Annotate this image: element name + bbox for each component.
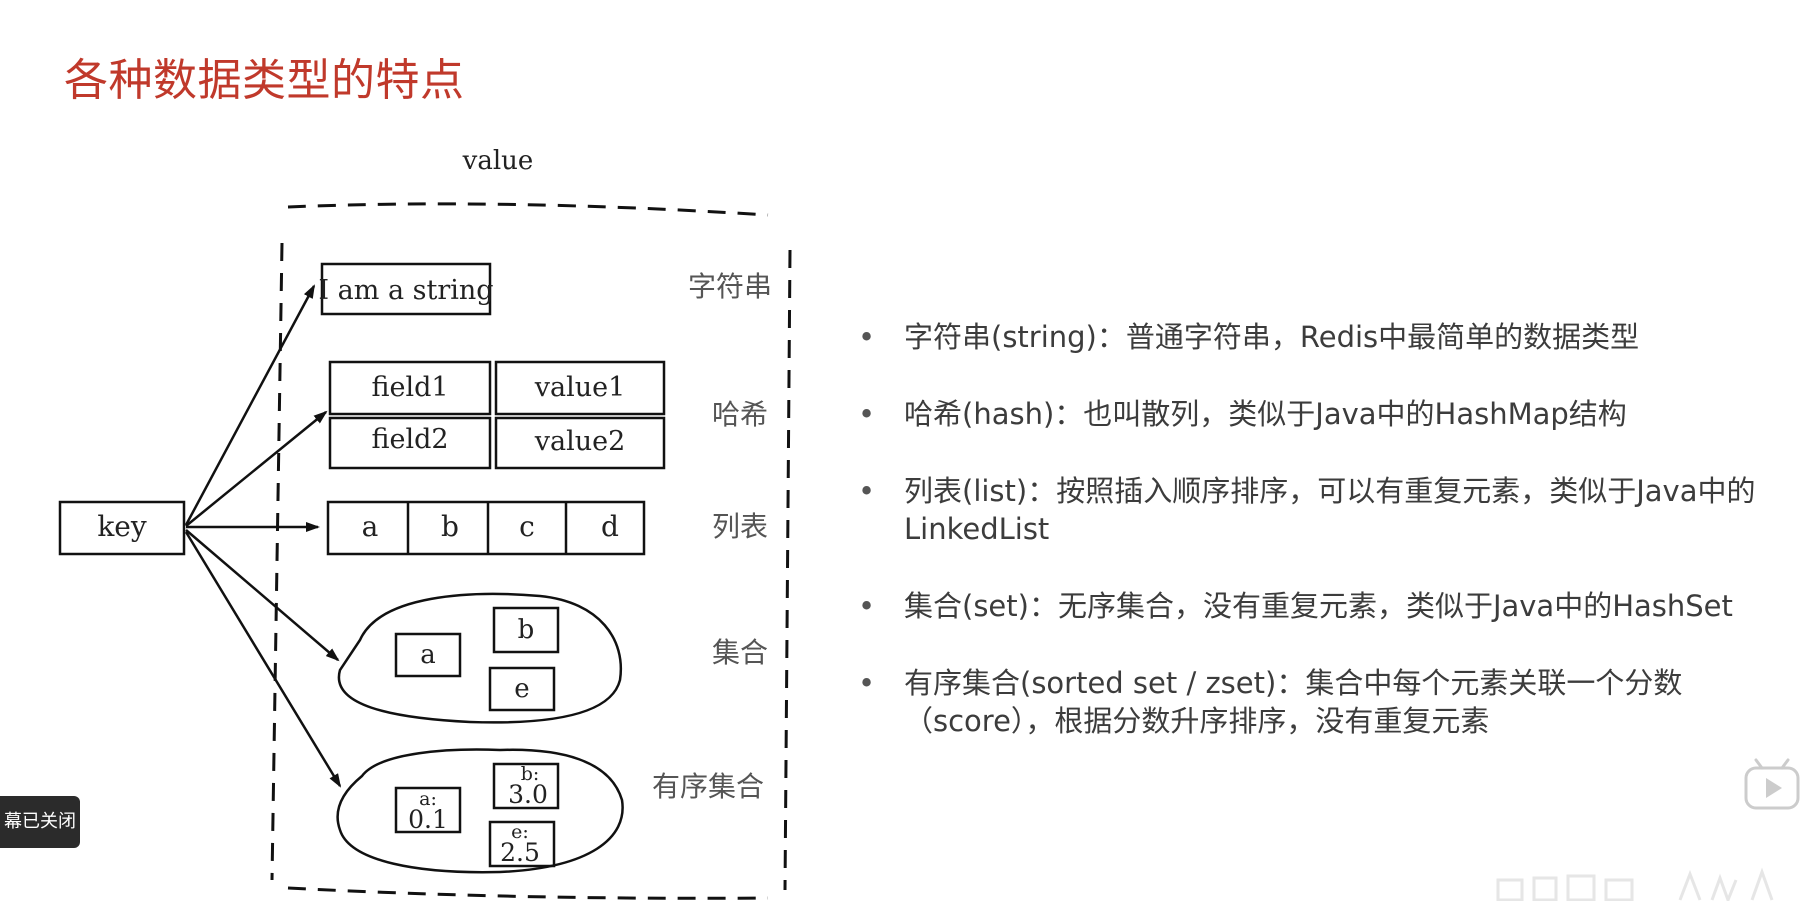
hash-type-label: 哈希 — [712, 398, 768, 431]
value-label: value — [462, 146, 534, 176]
key-label: key — [97, 510, 147, 543]
data-type-descriptions: 字符串(string)：普通字符串，Redis中最简单的数据类型 哈希(hash… — [858, 318, 1798, 740]
play-button[interactable] — [1742, 756, 1802, 816]
zset-score-b: 3.0 — [508, 780, 548, 809]
hash-value-2: value2 — [534, 426, 626, 457]
arrow-to-zset — [184, 531, 342, 788]
set-item-b: b — [518, 615, 535, 645]
list-node: a b c d 列表 — [326, 500, 768, 556]
hash-value-1: value1 — [534, 372, 626, 403]
bullet-string: 字符串(string)：普通字符串，Redis中最简单的数据类型 — [858, 318, 1798, 356]
zset-node: a: 0.1 b: 3.0 e: 2.5 有序集合 — [336, 748, 764, 874]
set-item-e: e — [514, 674, 529, 704]
key-box: key — [58, 500, 186, 556]
list-item-c: c — [519, 510, 535, 543]
zset-member-e: e: — [511, 821, 529, 843]
zset-score-e: 2.5 — [500, 838, 540, 867]
arrow-to-string — [184, 284, 316, 526]
arrow-to-set — [185, 529, 340, 662]
set-type-label: 集合 — [712, 636, 768, 669]
list-type-label: 列表 — [712, 510, 768, 543]
string-type-label: 字符串 — [688, 270, 772, 303]
arrow-to-hash — [185, 410, 328, 527]
watermark — [1490, 866, 1790, 901]
play-icon — [1744, 758, 1800, 810]
list-item-a: a — [362, 510, 379, 543]
hash-node: field1 value1 field2 value2 哈希 — [328, 360, 768, 470]
zset-member-a: a: — [419, 788, 437, 810]
zset-type-label: 有序集合 — [652, 770, 764, 803]
slide-title: 各种数据类型的特点 — [64, 55, 465, 106]
set-node: a b e 集合 — [337, 592, 768, 724]
hash-field-1: field1 — [371, 372, 448, 403]
subtitle-toast[interactable]: 幕已关闭 — [0, 796, 80, 848]
subtitle-toast-text: 幕已关闭 — [4, 811, 76, 832]
bullet-set: 集合(set)：无序集合，没有重复元素，类似于Java中的HashSet — [858, 587, 1798, 625]
hash-field-2: field2 — [371, 424, 448, 455]
string-value: I am a string — [318, 275, 493, 306]
zset-member-b: b: — [521, 763, 540, 785]
zset-score-a: 0.1 — [408, 805, 448, 834]
list-item-b: b — [441, 510, 459, 543]
set-item-a: a — [420, 640, 436, 670]
redis-data-types-diagram: value key I am a string 字符串 field1 value… — [58, 146, 792, 900]
string-node: I am a string 字符串 — [318, 262, 772, 316]
bullet-list: 列表(list)：按照插入顺序排序，可以有重复元素，类似于Java中的Linke… — [858, 472, 1798, 548]
list-item-d: d — [601, 510, 619, 543]
bullet-hash: 哈希(hash)：也叫散列，类似于Java中的HashMap结构 — [858, 395, 1798, 433]
bullet-zset: 有序集合(sorted set / zset)：集合中每个元素关联一个分数（sc… — [858, 664, 1798, 740]
arrows — [184, 284, 342, 788]
